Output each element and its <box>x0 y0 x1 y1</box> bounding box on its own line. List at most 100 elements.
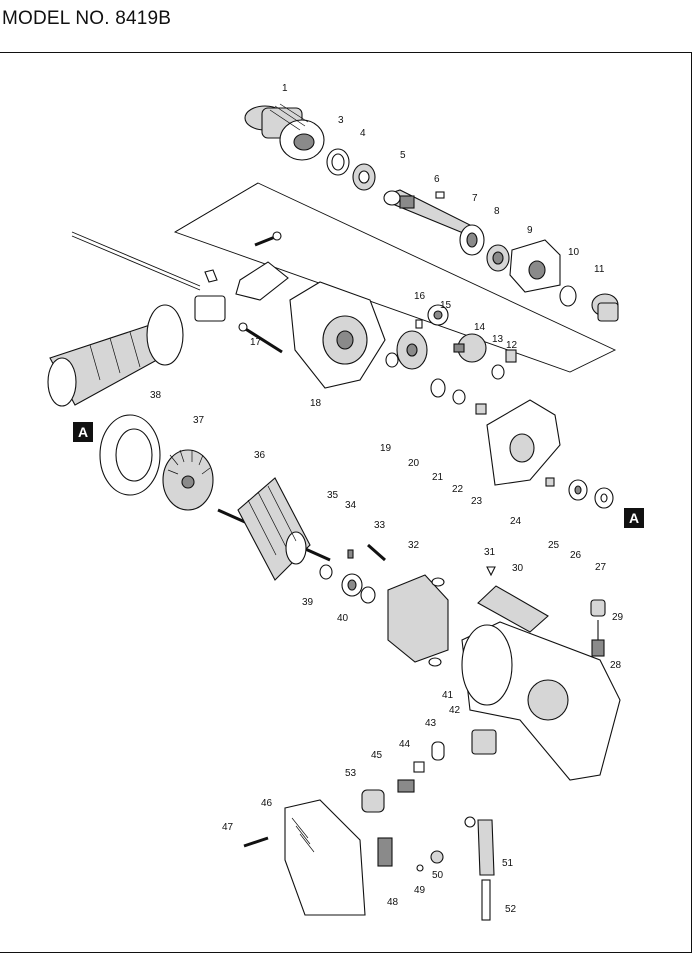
part-3-retaining-ring[interactable] <box>326 148 350 176</box>
part-label-21: 21 <box>432 472 444 483</box>
part-label-3: 3 <box>338 115 344 126</box>
part-label-31: 31 <box>484 547 496 558</box>
part-38-baffle-plate[interactable] <box>99 414 161 496</box>
part-label-43: 43 <box>425 718 437 729</box>
section-marker-left: A <box>73 422 93 442</box>
upper-assembly-guide-lines <box>71 182 617 373</box>
part-28-carbon-brush[interactable] <box>591 620 605 657</box>
part-label-17: 17 <box>250 337 262 348</box>
part-label-49: 49 <box>414 885 426 896</box>
section-marker-right-text: A <box>628 510 640 526</box>
part-11-gear-shaft[interactable] <box>591 293 619 322</box>
part-32-field-coil[interactable] <box>387 574 449 667</box>
part-8-spur-gear[interactable] <box>486 244 510 272</box>
part-31-screw[interactable] <box>486 566 496 577</box>
part-label-30: 30 <box>512 563 524 574</box>
part-33-screw[interactable] <box>367 543 386 562</box>
part-label-5: 5 <box>400 150 406 161</box>
part-45-insulator[interactable] <box>397 779 415 793</box>
part-label-16: 16 <box>414 291 426 302</box>
part-12-bushing[interactable] <box>505 349 517 363</box>
part-50-cord-clamp[interactable] <box>430 850 444 864</box>
part-9-bearing-box[interactable] <box>509 239 561 293</box>
part-5-spindle[interactable] <box>383 189 471 236</box>
part-label-35: 35 <box>327 490 339 501</box>
part-15-bearing[interactable] <box>427 304 449 326</box>
part-label-32: 32 <box>408 540 420 551</box>
part-25-pin[interactable] <box>545 477 555 487</box>
part-label-8: 8 <box>494 206 500 217</box>
part-29-brush-holder-cap[interactable] <box>590 599 606 617</box>
part-37-fan[interactable] <box>162 449 214 511</box>
part-label-36: 36 <box>254 450 266 461</box>
part-label-45: 45 <box>371 750 383 761</box>
part-52-power-cord[interactable] <box>481 879 491 921</box>
part-label-13: 13 <box>492 334 504 345</box>
part-label-50: 50 <box>432 870 444 881</box>
section-marker-right: A <box>624 508 644 528</box>
handle-screw[interactable] <box>254 231 282 247</box>
part-label-14: 14 <box>474 322 486 333</box>
part-label-44: 44 <box>399 739 411 750</box>
part-label-33: 33 <box>374 520 386 531</box>
part-42-switch[interactable] <box>471 729 497 755</box>
part-40-washer[interactable] <box>360 586 376 604</box>
part-23-bearing[interactable] <box>475 403 487 415</box>
part-34-insulation-washer[interactable] <box>347 549 354 559</box>
part-10-ring[interactable] <box>559 285 577 307</box>
part-6-key[interactable] <box>435 191 445 199</box>
part-label-4: 4 <box>360 128 366 139</box>
part-label-27: 27 <box>595 562 607 573</box>
part-label-41: 41 <box>442 690 454 701</box>
part-7-ball-bearing[interactable] <box>459 224 485 256</box>
part-21-ring[interactable] <box>430 378 446 398</box>
part-39-bearing[interactable] <box>341 573 363 597</box>
part-label-25: 25 <box>548 540 560 551</box>
part-label-26: 26 <box>570 550 582 561</box>
part-label-53: 53 <box>345 768 357 779</box>
part-13-washer[interactable] <box>491 364 505 380</box>
part-label-52: 52 <box>505 904 517 915</box>
part-1-drill-chuck[interactable] <box>244 103 325 161</box>
part-4-washer[interactable] <box>352 163 376 191</box>
part-24-gear-plate[interactable] <box>486 399 561 486</box>
part-label-6: 6 <box>434 174 440 185</box>
part-17-screw[interactable] <box>238 322 283 354</box>
part-27-washer[interactable] <box>594 487 614 509</box>
part-label-29: 29 <box>612 612 624 623</box>
part-49-screw[interactable] <box>416 864 424 872</box>
part-label-39: 39 <box>302 597 314 608</box>
part-53-cover[interactable] <box>361 789 385 813</box>
part-43-noise-suppressor[interactable] <box>431 741 445 761</box>
part-44-terminal[interactable] <box>413 761 425 773</box>
part-22-washer[interactable] <box>452 389 466 405</box>
part-51-strain-relief[interactable] <box>464 816 495 876</box>
part-20-helical-gear[interactable] <box>396 330 428 370</box>
part-26-bearing[interactable] <box>568 479 588 501</box>
part-label-51: 51 <box>502 858 514 869</box>
part-label-12: 12 <box>506 340 518 351</box>
part-41-motor-housing[interactable] <box>461 621 621 781</box>
part-label-20: 20 <box>408 458 420 469</box>
part-19-washer[interactable] <box>385 352 399 368</box>
part-47-screw[interactable] <box>243 836 269 848</box>
part-label-19: 19 <box>380 443 392 454</box>
part-label-23: 23 <box>471 496 483 507</box>
part-35-washer[interactable] <box>319 564 333 580</box>
part-label-47: 47 <box>222 822 234 833</box>
part-label-24: 24 <box>510 516 522 527</box>
part-label-34: 34 <box>345 500 357 511</box>
part-36-armature[interactable] <box>217 477 331 581</box>
part-label-7: 7 <box>472 193 478 204</box>
part-label-10: 10 <box>568 247 580 258</box>
part-18-gear-housing[interactable] <box>289 281 386 389</box>
part-46-handle-cover[interactable] <box>284 799 366 916</box>
side-handle-assembly[interactable] <box>47 261 289 407</box>
part-label-11: 11 <box>594 264 605 275</box>
model-title: MODEL NO. 8419B <box>2 8 172 29</box>
part-30-nameplate[interactable] <box>477 585 549 633</box>
part-16-key[interactable] <box>415 319 423 329</box>
part-48-switch-lever[interactable] <box>377 837 393 867</box>
part-14-gear[interactable] <box>453 333 487 363</box>
part-label-18: 18 <box>310 398 322 409</box>
